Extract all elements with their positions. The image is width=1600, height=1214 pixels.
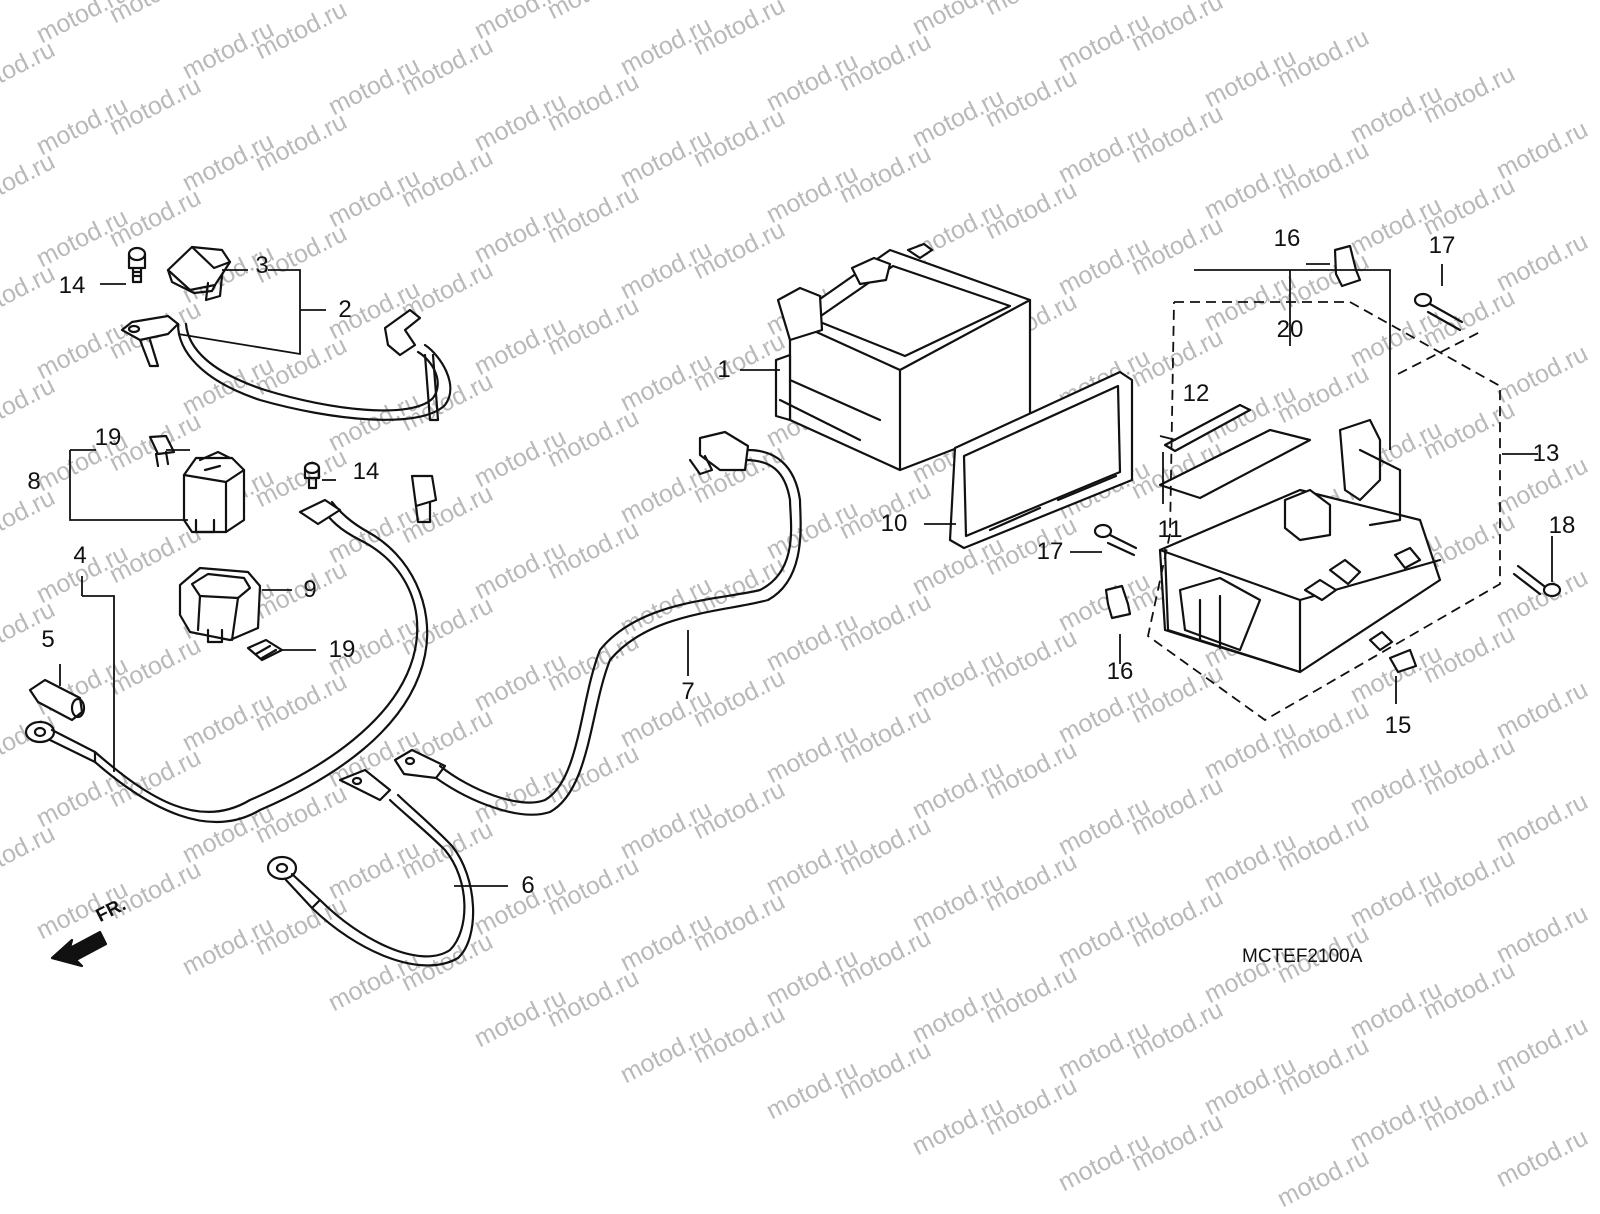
short-cable-part (266, 768, 475, 967)
callout-label: 19 (94, 424, 122, 451)
relay-cover-part (178, 566, 262, 644)
callout-label: 20 (1276, 316, 1304, 343)
leader-lines (59, 263, 1553, 887)
strip-part (1163, 403, 1252, 453)
callout-label: 18 (1548, 512, 1576, 539)
bolt-part (303, 461, 321, 490)
callout-label: 9 (303, 576, 317, 603)
callout-label: 16 (1106, 658, 1134, 685)
callout-label: 4 (73, 542, 87, 569)
clip-part (1333, 244, 1362, 288)
bolt-part (127, 246, 147, 284)
callout-label: 1 (717, 356, 731, 383)
fuse-part (148, 434, 176, 468)
front-direction-arrow-icon (50, 930, 108, 968)
bolt-part (1512, 564, 1562, 598)
callout-label: 6 (521, 872, 535, 899)
long-cable-part (393, 430, 802, 816)
clip-part (1104, 584, 1132, 620)
terminal-boot-part (28, 678, 86, 722)
callout-label: 11 (1157, 516, 1183, 543)
starter-cable-part (120, 308, 452, 524)
fuse-part (246, 638, 284, 662)
callout-label: 7 (681, 678, 695, 705)
callout-label: 10 (880, 510, 908, 537)
pad-part (1158, 428, 1312, 500)
battery-part (774, 242, 1032, 472)
callout-label: 5 (41, 626, 55, 653)
callout-label: 3 (255, 252, 269, 279)
callout-label: 12 (1182, 380, 1210, 407)
callout-label: 14 (58, 272, 86, 299)
callout-label: 15 (1384, 712, 1412, 739)
callout-label: 17 (1428, 232, 1456, 259)
callout-label: 2 (338, 296, 352, 323)
bolt-part (1413, 292, 1464, 332)
callout-label: 8 (27, 468, 41, 495)
battery-box-part (1158, 418, 1442, 674)
clip-part (1388, 648, 1418, 674)
callout-label: 14 (352, 458, 380, 485)
battery-band-part (948, 370, 1134, 550)
diagram-code: MCTEF2100A (1242, 946, 1363, 967)
callout-label: 13 (1532, 440, 1560, 467)
callout-label: 16 (1273, 225, 1301, 252)
terminal-cover-part (166, 245, 232, 302)
callout-label: 19 (328, 636, 356, 663)
callout-label: 17 (1036, 538, 1064, 565)
starter-relay-part (182, 450, 246, 534)
bolt-part (1093, 523, 1138, 557)
negative-cable-part (24, 498, 429, 824)
